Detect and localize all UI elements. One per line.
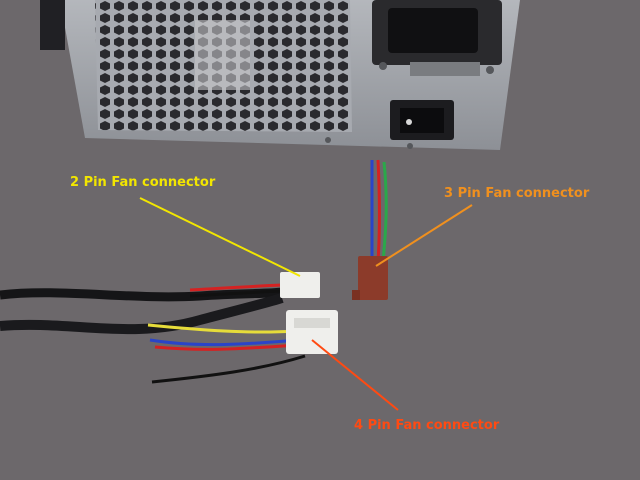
three-pin-connector <box>358 256 388 300</box>
four-pin-callout-line <box>311 339 399 411</box>
two-pin-label: 2 Pin Fan connector <box>70 175 216 190</box>
four-pin-connector <box>286 310 338 354</box>
three-pin-label: 3 Pin Fan connector <box>444 186 590 201</box>
power-supply-unit <box>40 0 520 150</box>
two-pin-connector <box>280 272 320 298</box>
two-pin-callout-line <box>139 197 301 277</box>
three-pin-callout-line <box>375 204 473 267</box>
four-pin-label: 4 Pin Fan connector <box>354 418 500 433</box>
